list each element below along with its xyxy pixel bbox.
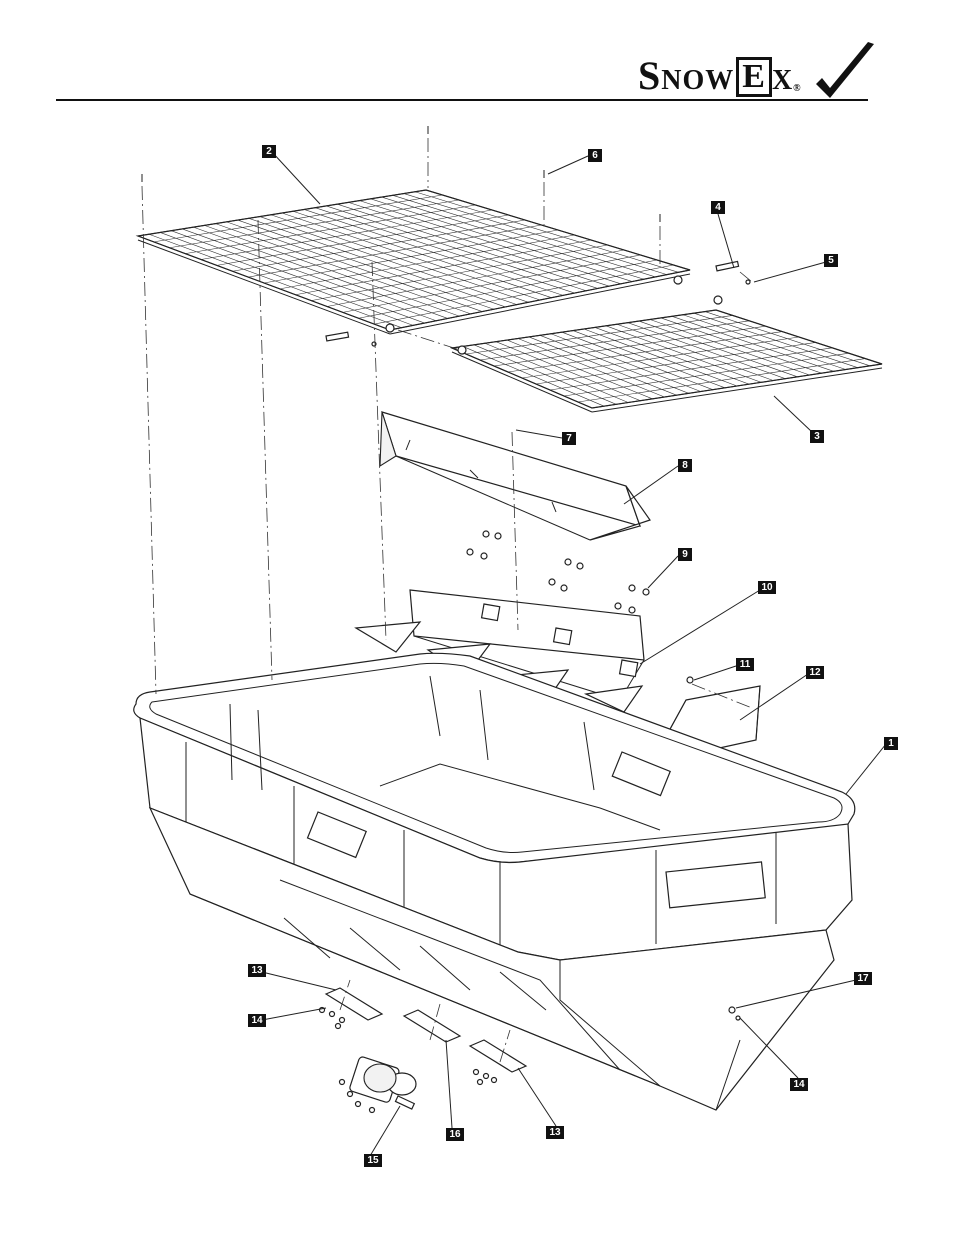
callout-2: 2 bbox=[262, 145, 276, 158]
svg-text:1: 1 bbox=[888, 738, 894, 749]
svg-text:5: 5 bbox=[828, 255, 834, 266]
callout-3: 3 bbox=[810, 430, 824, 443]
callout-1: 1 bbox=[884, 737, 898, 750]
svg-text:6: 6 bbox=[592, 150, 598, 161]
svg-text:10: 10 bbox=[761, 582, 773, 593]
top-screen-grate-small bbox=[452, 310, 882, 412]
callout-7: 7 bbox=[562, 432, 576, 445]
callout-16: 16 bbox=[446, 1128, 464, 1141]
svg-text:8: 8 bbox=[682, 460, 688, 471]
callout-11: 11 bbox=[736, 658, 754, 671]
svg-text:3: 3 bbox=[814, 431, 820, 442]
spinner-motor bbox=[340, 1056, 417, 1113]
svg-text:13: 13 bbox=[251, 965, 263, 976]
callout-10: 10 bbox=[758, 581, 776, 594]
svg-text:4: 4 bbox=[715, 202, 721, 213]
top-screen-grate-large bbox=[138, 190, 690, 334]
svg-text:12: 12 bbox=[809, 667, 821, 678]
svg-text:13: 13 bbox=[549, 1127, 561, 1138]
svg-text:17: 17 bbox=[857, 973, 869, 984]
callout-4: 4 bbox=[711, 201, 725, 214]
callout-13-left: 13 bbox=[248, 964, 266, 977]
callout-13-bottom: 13 bbox=[546, 1126, 564, 1139]
callout-15: 15 bbox=[364, 1154, 382, 1167]
svg-text:11: 11 bbox=[740, 659, 751, 670]
callout-8: 8 bbox=[678, 459, 692, 472]
svg-text:7: 7 bbox=[566, 433, 572, 444]
callout-14-left: 14 bbox=[248, 1014, 266, 1027]
svg-text:14: 14 bbox=[251, 1015, 263, 1026]
callout-12: 12 bbox=[806, 666, 824, 679]
svg-text:16: 16 bbox=[449, 1129, 461, 1140]
callout-9: 9 bbox=[678, 548, 692, 561]
svg-text:2: 2 bbox=[266, 146, 272, 157]
callout-14-right: 14 bbox=[790, 1078, 808, 1091]
callout-17: 17 bbox=[854, 972, 872, 985]
callout-6: 6 bbox=[588, 149, 602, 162]
svg-text:15: 15 bbox=[367, 1155, 379, 1166]
callout-5: 5 bbox=[824, 254, 838, 267]
svg-text:14: 14 bbox=[793, 1079, 805, 1090]
inverted-v-deflector bbox=[380, 412, 650, 540]
svg-text:9: 9 bbox=[682, 549, 688, 560]
